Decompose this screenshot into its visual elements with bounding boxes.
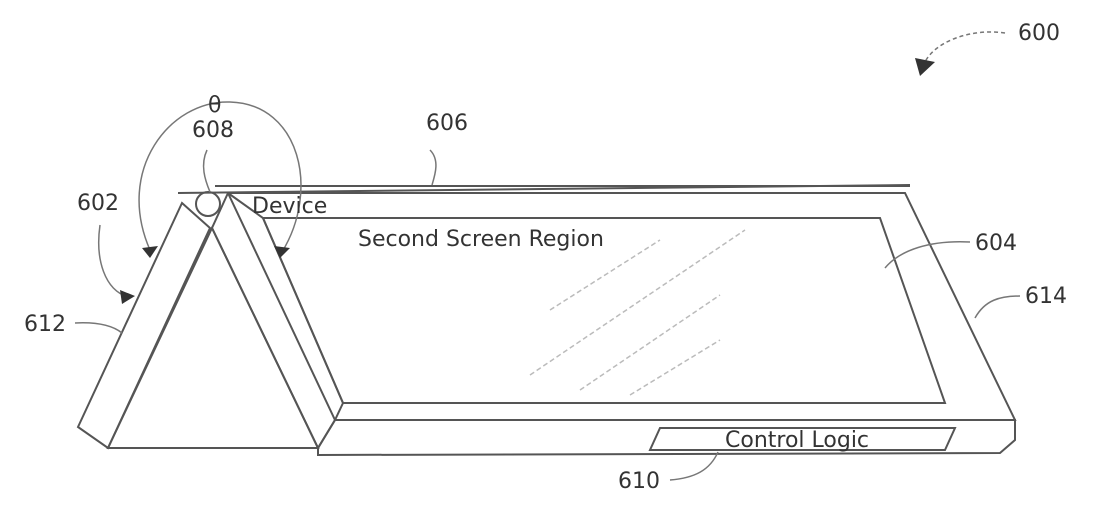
screen-glare-icon [529, 229, 746, 396]
label-604: 604 [975, 231, 1017, 256]
second-screen-region-label: Second Screen Region [358, 227, 604, 252]
device-label: Device [252, 194, 327, 219]
label-612: 612 [24, 312, 66, 337]
control-logic-box [648, 427, 957, 451]
ref-600: 600 [1018, 21, 1060, 46]
label-610: 610 [618, 469, 660, 494]
second-screen-region [261, 217, 947, 404]
device-base [317, 419, 1016, 457]
angle-arc [138, 101, 302, 253]
label-608: 608 [192, 118, 234, 143]
second-panel-fold [210, 191, 345, 451]
ref-arrow-icon [915, 58, 935, 76]
hinge-608 [195, 191, 221, 217]
first-panel [76, 201, 212, 450]
label-606: 606 [426, 111, 468, 136]
angle-theta: θ [208, 93, 221, 118]
label-614: 614 [1025, 284, 1067, 309]
device-top-surface [226, 192, 1017, 421]
support-triangle [106, 225, 320, 449]
control-logic-label: Control Logic [725, 428, 869, 453]
label-602: 602 [77, 191, 119, 216]
